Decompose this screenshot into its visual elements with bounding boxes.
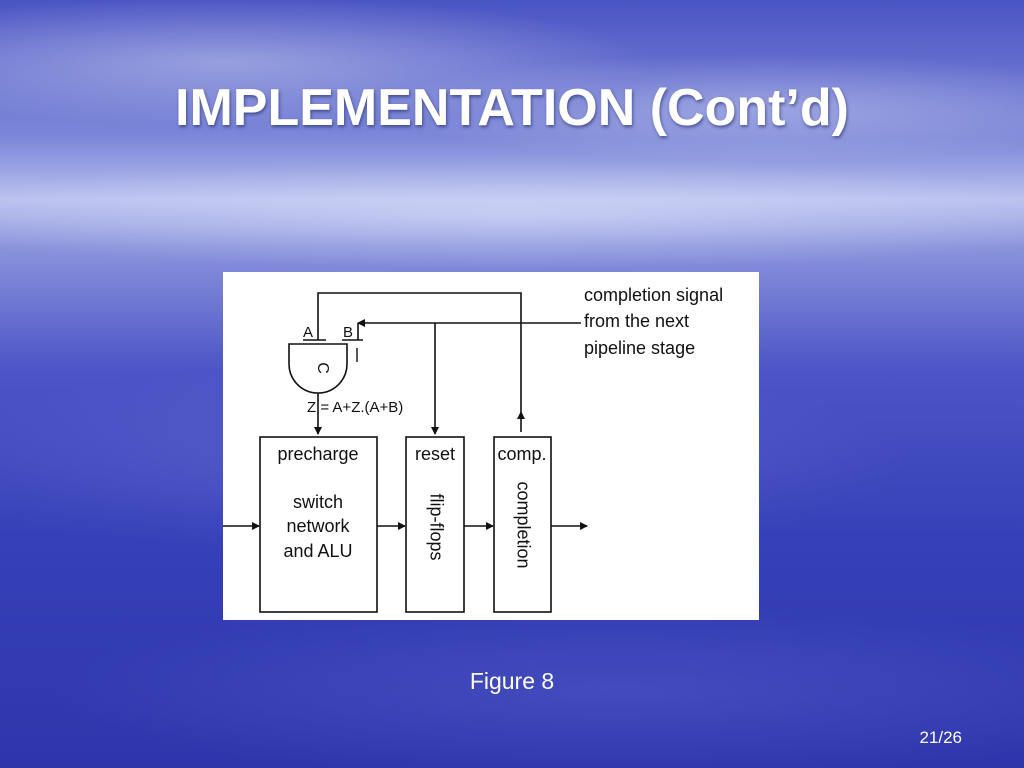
alu-block-line3: and ALU (283, 541, 352, 561)
figure-panel: A B C Z = A+Z.(A+B) precharge switch net… (223, 272, 759, 620)
slide-title: IMPLEMENTATION (Cont’d) (175, 79, 849, 137)
alu-block-header: precharge (277, 444, 358, 464)
completion-signal-line1: completion signal (584, 285, 723, 305)
reset-block (405, 436, 465, 613)
alu-block-line2: network (286, 516, 350, 536)
c-element-gate (288, 343, 348, 394)
completion-block (493, 436, 552, 613)
completion-signal-line2: from the next (584, 311, 689, 331)
gate-input-a-label: A (303, 324, 313, 341)
alu-block (259, 436, 378, 613)
completion-block-body: completion (513, 481, 533, 568)
completion-feedback-wire (317, 292, 522, 412)
page-number: 21/26 (919, 728, 962, 747)
completion-signal-line3: pipeline stage (584, 338, 695, 358)
gate-symbol-label: C (314, 362, 331, 374)
alu-block-line1: switch (293, 492, 343, 512)
completion-block-header: comp. (497, 444, 546, 464)
reset-block-body: flip-flops (426, 493, 446, 560)
gate-input-b-label: B (343, 324, 353, 341)
figure-caption: Figure 8 (469, 668, 555, 694)
gate-output-expression: Z = A+Z.(A+B) (307, 399, 403, 416)
pipeline-diagram: A B C Z = A+Z.(A+B) precharge switch net… (223, 285, 723, 613)
reset-block-header: reset (415, 444, 455, 464)
